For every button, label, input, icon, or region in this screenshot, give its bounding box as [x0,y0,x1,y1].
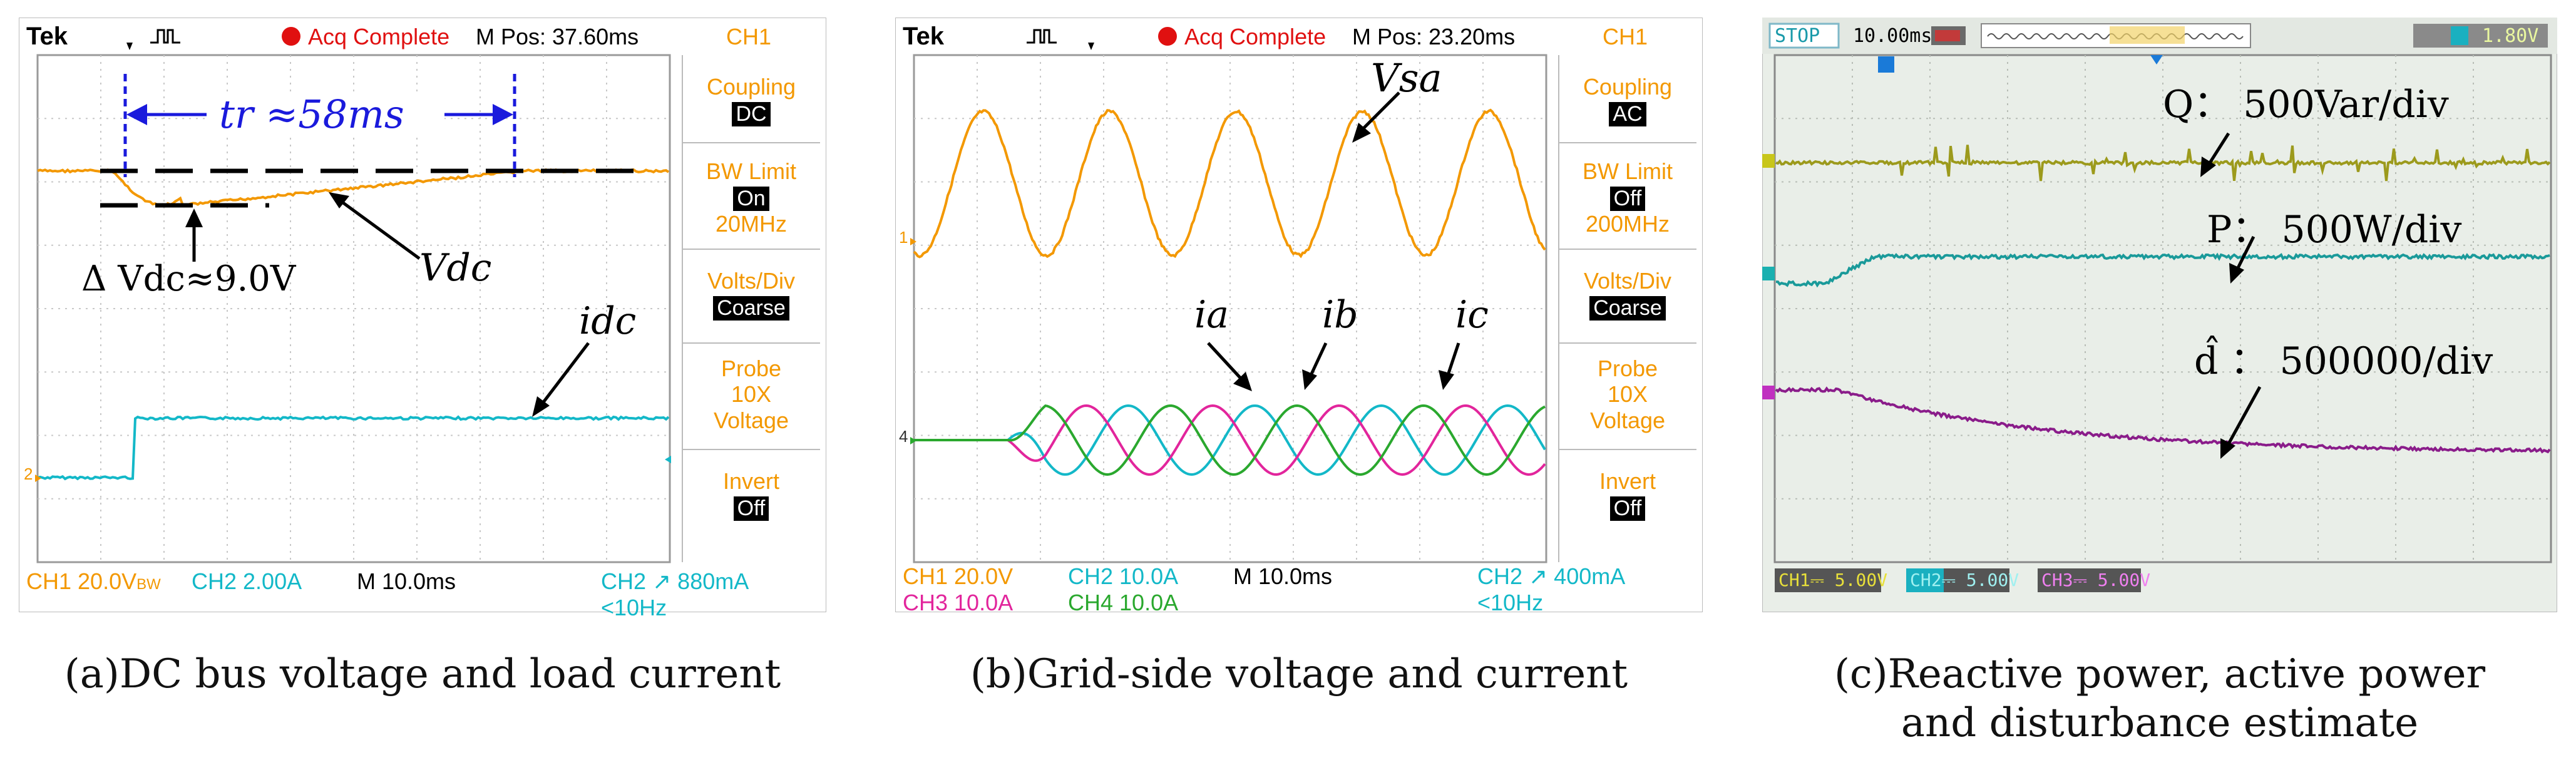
ch1-scale: CH1 20.0V [903,563,1013,589]
scope-c-screen [1762,18,2557,612]
p-label: P： 500W/div [2207,208,2462,252]
brand-label: Tek [26,23,68,50]
vsa-label: Vsa [1371,55,1442,101]
caption-c: (c)Reactive power, active power and dist… [1834,651,2486,747]
trigger-level: CH2 ↗ 880mA [601,568,749,594]
trace-q [1775,145,2551,182]
trace-d [1775,386,2551,454]
m-pos: M Pos: 23.20ms [1352,24,1516,49]
run-stop-status[interactable]: STOP [1775,25,1820,47]
timebase: 10.00ms [1853,25,1932,47]
ch4-scale: CH4 10.0A [1068,590,1179,615]
caption-b: (b)Grid-side voltage and current [970,651,1628,697]
brand-label: Tek [903,23,944,50]
scope-a-screen: 2 [19,18,826,612]
ch2-scale: CH2⎓ 5.00V [1910,570,2019,590]
trigger-level: CH2 ↗ 400mA [1477,563,1626,589]
timebase: M 10.0ms [1233,563,1333,589]
trace-idc [37,415,670,481]
acq-status: Acq Complete [308,24,450,49]
m-pos: M Pos: 37.60ms [476,24,639,49]
idc-label: idc [579,299,637,343]
trace-p [1776,252,2550,288]
trace-ia [914,404,1546,476]
caption-a: (a)DC bus voltage and load current [64,651,781,697]
ch3-scale: CH3⎓ 5.00V [2041,570,2151,590]
ia-label: ia [1194,293,1229,337]
svg-text:4: 4 [899,427,908,446]
scope-b-screen: 1 4 [895,18,1703,612]
ic-label: ic [1455,293,1489,337]
menu-channel: CH1 [1603,24,1648,49]
ch1-scale: CH1⎓ 5.00V [1778,570,1888,590]
ch3-scale: CH3 10.0A [903,590,1013,615]
ch2-scale: CH2 10.0A [1068,563,1179,589]
trace-ic [914,404,1546,476]
trigger-freq: <10Hz [1477,590,1544,615]
ib-label: ib [1322,293,1358,337]
vdc-label: Vdc [419,246,492,290]
q-label: Q： 500Var/div [2163,83,2449,126]
trigger-freq: <10Hz [601,595,667,620]
ch1-scale: CH1 20.0VBW [26,568,161,594]
menu-channel: CH1 [726,24,772,49]
trigger-level: 1.80V [2482,25,2539,47]
timebase: M 10.0ms [357,568,456,594]
svg-text:2: 2 [24,465,33,483]
svg-text:1: 1 [899,228,908,247]
ch2-scale: CH2 2.00A [192,568,302,594]
d-label: d̂ ： 500000/div [2194,339,2493,383]
trace-ib [914,404,1546,476]
trace-vsa [913,108,1546,259]
delta-vdc-label: Δ Vdc≈9.0V [81,259,296,299]
acq-status: Acq Complete [1184,24,1326,49]
tr-label: tr ≈58ms [219,91,404,137]
